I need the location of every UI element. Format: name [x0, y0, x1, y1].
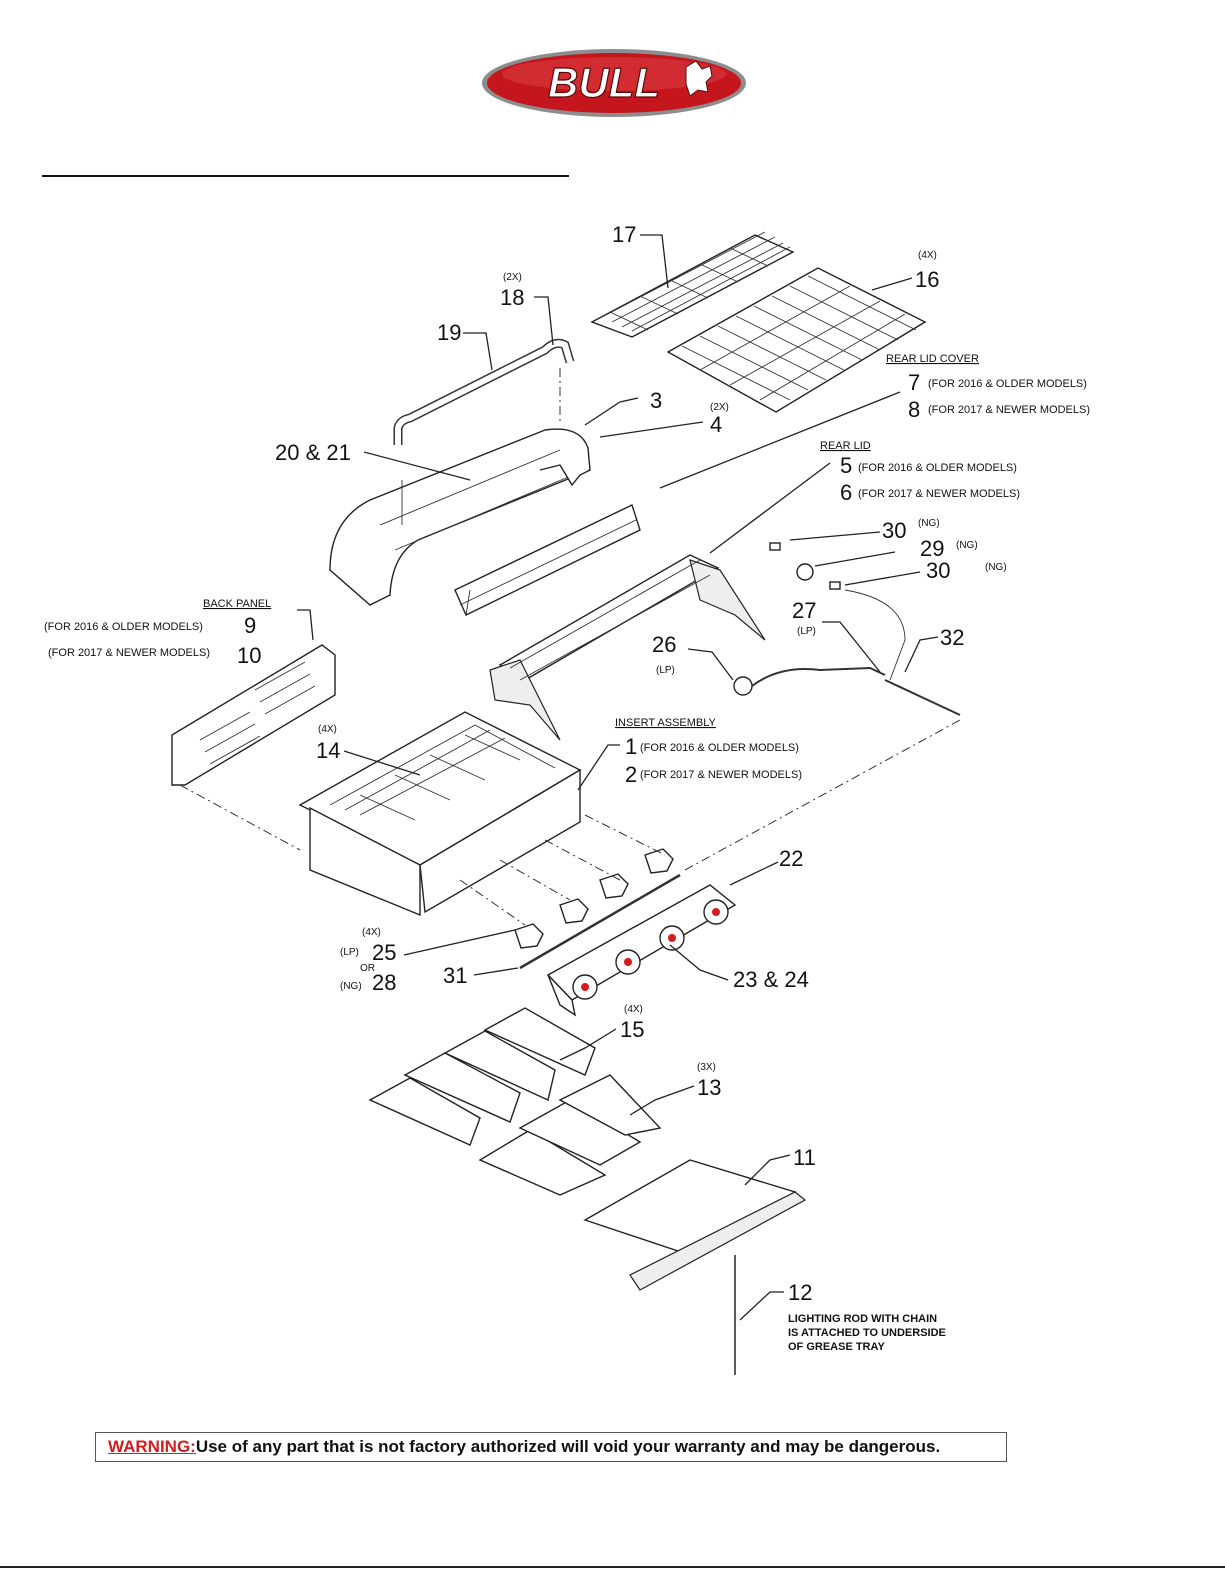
callout-8-caption: (FOR 2017 & NEWER MODELS) — [928, 404, 1090, 416]
callout-17: 17 — [612, 222, 636, 247]
part-22-control-panel — [546, 884, 737, 1017]
callout-25: 25 — [372, 940, 396, 965]
note-12-line-3: OF GREASE TRAY — [788, 1341, 885, 1353]
callout-3: 3 — [650, 388, 662, 413]
callout-28-gas: (NG) — [340, 981, 362, 992]
bull-logo: BULL — [482, 49, 746, 117]
callout-8: 8 — [908, 397, 920, 422]
assembly-line-hose — [684, 719, 961, 871]
callout-27-gas: (LP) — [797, 626, 816, 637]
callout-15-qty: (4X) — [624, 1004, 643, 1015]
leader-lines — [297, 234, 939, 1321]
callout-14: 14 — [316, 738, 340, 763]
callout-20-21: 20 & 21 — [275, 440, 351, 465]
callout-32: 32 — [940, 625, 964, 650]
part-20-21-hood — [329, 428, 591, 606]
callout-30-top-gas: (NG) — [918, 518, 940, 529]
callout-2: 2 — [625, 762, 637, 787]
header-rear-lid-cover: REAR LID COVER — [886, 353, 979, 365]
callout-31: 31 — [443, 963, 467, 988]
part-26-27-32-lp-hose — [733, 589, 961, 716]
callout-30-bottom: 30 — [926, 558, 950, 583]
note-12-line-2: IS ATTACHED TO UNDERSIDE — [788, 1327, 946, 1339]
assembly-lines-valves — [459, 814, 666, 926]
callout-or: OR — [360, 963, 375, 974]
callout-22: 22 — [779, 846, 803, 871]
callout-29-gas: (NG) — [956, 540, 978, 551]
warning-text: Use of any part that is not factory auth… — [195, 1437, 941, 1456]
callout-29: 29 — [920, 536, 944, 561]
header-back-panel: BACK PANEL — [203, 598, 271, 610]
callout-18-qty: (2X) — [503, 272, 522, 283]
part-17-warming-grate — [590, 231, 795, 338]
callout-30-top: 30 — [882, 518, 906, 543]
callout-4-qty: (2X) — [710, 402, 729, 413]
callout-26: 26 — [652, 632, 676, 657]
callout-10: 10 — [237, 643, 261, 668]
assembly-line-a — [179, 784, 301, 851]
callout-6-caption: (FOR 2017 & NEWER MODELS) — [858, 488, 1020, 500]
callout-9: 9 — [244, 613, 256, 638]
header-insert-assembly: INSERT ASSEMBLY — [615, 717, 717, 729]
callout-27: 27 — [792, 598, 816, 623]
callout-6: 6 — [840, 480, 852, 505]
part-31-manifold — [519, 873, 681, 970]
title-rule — [42, 175, 569, 177]
callout-5: 5 — [840, 453, 852, 478]
part-1-2-insert-assembly — [298, 711, 582, 917]
callout-14-qty: (4X) — [318, 724, 337, 735]
callout-30-bottom-gas: (NG) — [985, 562, 1007, 573]
callout-12: 12 — [788, 1280, 812, 1305]
callout-16: 16 — [915, 267, 939, 292]
part-13-heat-shields — [478, 1074, 662, 1196]
callout-7: 7 — [908, 370, 920, 395]
part-16-cooking-grates — [666, 267, 927, 413]
callout-9-caption: (FOR 2016 & OLDER MODELS) — [44, 621, 203, 633]
callout-15: 15 — [620, 1017, 644, 1042]
brand-name: BULL — [548, 59, 660, 106]
warning-notice: WARNING:Use of any part that is not fact… — [95, 1432, 1007, 1462]
callout-2-caption: (FOR 2017 & NEWER MODELS) — [640, 769, 802, 781]
note-12-line-1: LIGHTING ROD WITH CHAIN — [788, 1313, 937, 1325]
callout-1: 1 — [625, 734, 637, 759]
part-15-briquette-trays — [368, 1007, 596, 1146]
callout-19: 19 — [437, 320, 461, 345]
callout-23-24: 23 & 24 — [733, 967, 809, 992]
callout-18: 18 — [500, 285, 524, 310]
warning-label: WARNING: — [108, 1437, 196, 1456]
part-9-10-back-panel — [171, 644, 336, 786]
callout-13: 13 — [697, 1075, 721, 1100]
callout-28: 28 — [372, 970, 396, 995]
part-7-8-rear-lid-cover — [454, 504, 641, 616]
part-19-lid-handle — [393, 338, 575, 445]
part-5-6-rear-lid — [489, 554, 766, 741]
callout-10-caption: (FOR 2017 & NEWER MODELS) — [48, 647, 210, 659]
part-29-30-ng-regulator — [769, 542, 841, 590]
callout-4: 4 — [710, 412, 722, 437]
callout-26-gas: (LP) — [656, 665, 675, 676]
header-rear-lid: REAR LID — [820, 440, 871, 452]
callout-25-gas: (LP) — [340, 947, 359, 958]
part-25-28-valves — [514, 848, 674, 949]
callout-25-qty: (4X) — [362, 927, 381, 938]
callout-16-qty: (4X) — [918, 250, 937, 261]
callout-7-caption: (FOR 2016 & OLDER MODELS) — [928, 378, 1087, 390]
callout-11: 11 — [793, 1145, 816, 1170]
callout-13-qty: (3X) — [697, 1062, 716, 1073]
callout-5-caption: (FOR 2016 & OLDER MODELS) — [858, 462, 1017, 474]
footer-rule — [0, 1566, 1225, 1568]
callout-1-caption: (FOR 2016 & OLDER MODELS) — [640, 742, 799, 754]
part-11-grease-tray — [583, 1159, 807, 1291]
bull-emblem-icon — [685, 60, 713, 97]
